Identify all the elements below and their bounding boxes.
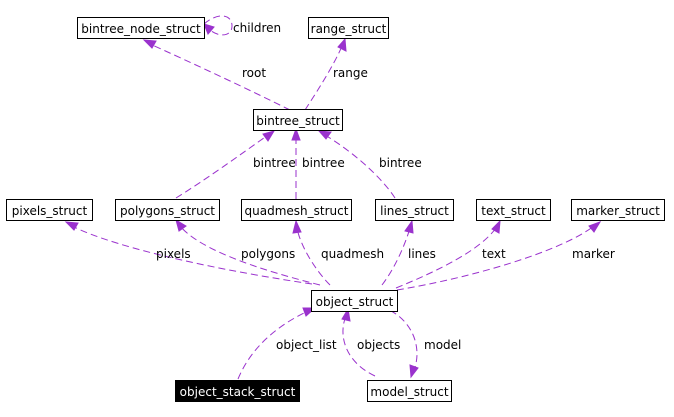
node-polygons-struct[interactable]: polygons_struct (115, 199, 220, 221)
edge-marker (396, 221, 602, 291)
node-model-struct[interactable]: model_struct (367, 380, 452, 402)
edge-label-polygons: polygons (241, 247, 295, 261)
edge-label-objects: objects (357, 338, 400, 352)
edge-pixels (64, 221, 313, 285)
node-label: marker_struct (576, 204, 660, 218)
edge-label-lines: lines (408, 247, 436, 261)
edge-label-model: model (424, 338, 461, 352)
node-label: quadmesh_struct (245, 204, 349, 218)
edge-label-bintree-polygons: bintree (253, 156, 296, 170)
edge-label-children: children (233, 21, 281, 35)
edge-bintree-quadmesh (291, 127, 301, 199)
edge-root (142, 39, 291, 111)
edge-label-range: range (333, 66, 368, 80)
edge-children (203, 15, 233, 36)
edge-label-pixels: pixels (156, 247, 191, 261)
edge-bintree-polygons (175, 130, 276, 199)
node-label: bintree_struct (256, 114, 340, 128)
edge-bintree-lines (317, 130, 396, 199)
node-pixels-struct[interactable]: pixels_struct (6, 199, 93, 221)
edge-quadmesh (292, 219, 331, 286)
node-label: polygons_struct (120, 204, 215, 218)
node-label: object_stack_struct (180, 385, 296, 399)
node-label: bintree_node_struct (81, 22, 201, 36)
node-quadmesh-struct[interactable]: quadmesh_struct (241, 199, 352, 221)
node-label: pixels_struct (12, 204, 88, 218)
edge-text (395, 219, 501, 289)
edge-label-quadmesh: quadmesh (321, 247, 384, 261)
edge-label-bintree-lines: bintree (379, 156, 422, 170)
node-label: lines_struct (380, 204, 449, 218)
edge-label-marker: marker (572, 247, 615, 261)
edge-model (379, 305, 419, 379)
node-label: model_struct (370, 385, 448, 399)
node-marker-struct[interactable]: marker_struct (571, 199, 665, 221)
node-label: range_struct (311, 22, 387, 36)
edge-label-text: text (482, 247, 506, 261)
node-bintree-node-struct[interactable]: bintree_node_struct (77, 17, 205, 39)
edge-label-bintree-quadmesh: bintree (302, 156, 345, 170)
node-object-struct[interactable]: object_struct (311, 290, 398, 312)
node-range-struct[interactable]: range_struct (308, 17, 389, 39)
edge-label-root: root (242, 66, 266, 80)
node-lines-struct[interactable]: lines_struct (375, 199, 454, 221)
node-bintree-struct[interactable]: bintree_struct (253, 109, 343, 131)
node-label: object_struct (316, 295, 394, 309)
node-object-stack-struct[interactable]: object_stack_struct (175, 380, 300, 402)
edge-lines (381, 219, 414, 286)
edge-polygons (175, 218, 321, 286)
node-label: text_struct (481, 204, 546, 218)
edge-label-object-list: object_list (276, 338, 337, 352)
edge-range (304, 37, 347, 111)
node-text-struct[interactable]: text_struct (476, 199, 551, 221)
